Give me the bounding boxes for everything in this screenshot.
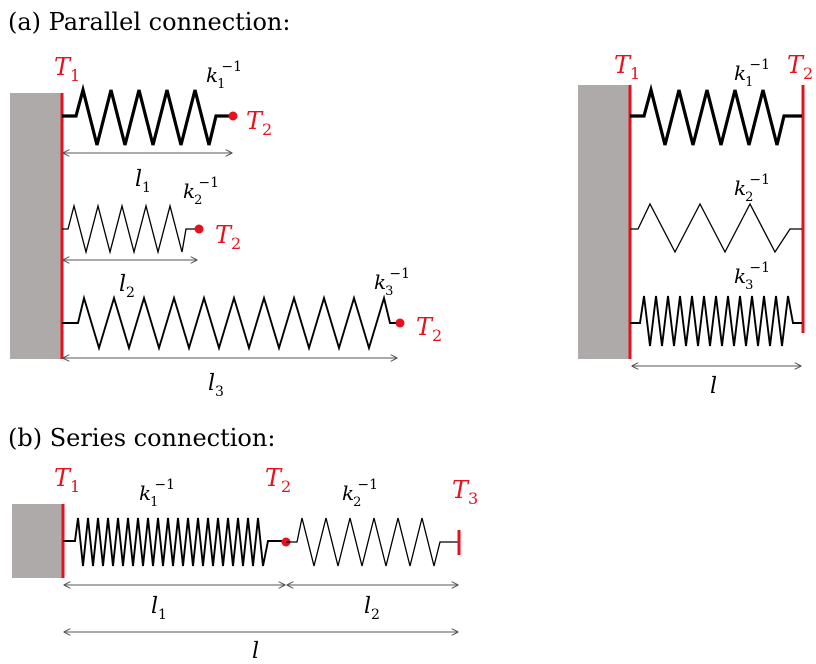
spring-1-series [63, 517, 286, 567]
label-k1-right: k1−1 [734, 57, 770, 90]
label-t1-right: T1 [614, 51, 640, 83]
wall-right [578, 85, 629, 359]
label-k3-right: k3−1 [734, 260, 770, 293]
label-k1-left: k1−1 [206, 59, 242, 92]
wall-left [10, 93, 61, 359]
label-t2-spring1: T2 [246, 107, 272, 139]
label-k3-left: k3−1 [374, 266, 410, 299]
label-l2-series: l2 [364, 594, 380, 623]
spring-1-left-coil [62, 83, 233, 146]
label-t2-spring2: T2 [215, 221, 241, 253]
label-k2-right: k2−1 [734, 172, 770, 205]
label-l-series: l [252, 639, 259, 664]
node-t2-spring1 [228, 111, 238, 121]
label-l2-left: l2 [119, 272, 135, 301]
label-t2-spring3: T2 [416, 313, 442, 345]
spring-3-left-coil [62, 294, 400, 352]
spring-2-left-coil [62, 203, 199, 255]
label-k2-left: k2−1 [183, 175, 219, 208]
label-t3-series: T3 [452, 476, 478, 508]
spring-3-left [62, 294, 405, 352]
label-t1-series: T1 [54, 464, 80, 496]
caption-parallel: (a) Parallel connection: [8, 8, 290, 36]
label-t2-series: T2 [265, 464, 291, 496]
label-l1-series: l1 [151, 594, 167, 623]
label-k1-series: k1−1 [139, 477, 175, 510]
label-t1-left: T1 [54, 53, 80, 85]
label-l-right: l [710, 374, 717, 399]
node-t2-spring2 [194, 224, 204, 234]
spring-3-right [630, 295, 802, 347]
spring-1-right [630, 83, 802, 146]
spring-2-left [62, 203, 204, 255]
label-l3-left: l3 [208, 371, 224, 400]
wall-series [12, 504, 63, 578]
label-l1-left: l1 [135, 167, 151, 196]
spring-2-series [286, 517, 458, 567]
node-t2-spring3 [395, 318, 405, 328]
label-t2-right: T2 [787, 51, 813, 83]
caption-series: (b) Series connection: [8, 424, 275, 452]
spring-2-right [630, 202, 802, 254]
label-k2-series: k2−1 [342, 477, 378, 510]
spring-1-left [62, 83, 238, 146]
